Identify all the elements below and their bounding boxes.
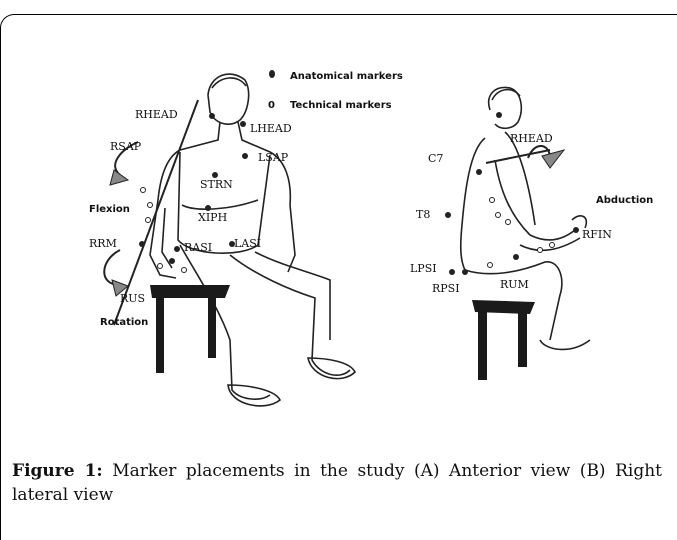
marker-rrm (139, 241, 145, 247)
marker-lhead (240, 121, 246, 127)
label-rpsi: RPSI (432, 282, 460, 295)
label-flexion: Flexion (89, 204, 130, 215)
marker-rasi (174, 246, 180, 252)
figure-caption: Figure 1: Marker placements in the study… (12, 459, 662, 507)
legend-anatomical: Anatomical markers (290, 71, 403, 82)
label-rotation: Rotation (100, 317, 148, 328)
technical-marker (146, 218, 151, 223)
lateral-shoe (540, 340, 590, 349)
marker-rus (169, 258, 175, 264)
caption-text: Marker placements in the study (A) Anter… (12, 461, 662, 505)
anterior-hair (212, 78, 246, 88)
label-rsap: RSAP (110, 140, 142, 153)
label-rhead-a: RHEAD (135, 108, 178, 121)
anterior-stool-leg-1 (156, 298, 164, 373)
anterior-chest-line (182, 200, 258, 209)
label-lpsi: LPSI (410, 262, 437, 275)
label-lsap: LSAP (258, 151, 289, 164)
frame-top-border (14, 14, 677, 15)
technical-marker (496, 213, 501, 218)
anterior-stool-leg-2 (208, 298, 216, 358)
anterior-stool-seat (150, 285, 230, 298)
technical-marker (506, 220, 511, 225)
lateral-head-shape (489, 87, 522, 128)
marker-rum (513, 254, 519, 260)
label-xiph: XIPH (198, 211, 227, 224)
lateral-stool-seat (472, 300, 535, 314)
label-rum: RUM (500, 278, 529, 291)
flexion-arrowhead (110, 170, 128, 185)
label-t8: T8 (416, 208, 430, 221)
anterior-left-arm (288, 205, 295, 272)
lateral-hand (572, 216, 586, 228)
label-lasi: LASI (234, 237, 261, 250)
lateral-upper-arm (495, 160, 575, 240)
legend-technical-symbol: 0 (268, 100, 275, 111)
marker-figure: Anatomical markers 0 Technical markers (80, 40, 670, 430)
anterior-right-shoe (228, 385, 280, 406)
technical-marker (182, 268, 187, 273)
lateral-back (461, 138, 485, 270)
technical-marker (550, 243, 555, 248)
marker-c7 (476, 169, 482, 175)
label-strn: STRN (200, 178, 233, 191)
lateral-hair (492, 90, 520, 100)
technical-marker (158, 264, 163, 269)
label-lhead: LHEAD (250, 122, 292, 135)
technical-marker (538, 248, 543, 253)
technical-marker (490, 198, 495, 203)
technical-marker (148, 203, 153, 208)
technical-marker (488, 263, 493, 268)
anterior-left-thigh (255, 252, 330, 340)
label-rfin: RFIN (582, 228, 612, 241)
technical-marker (141, 188, 146, 193)
label-c7: C7 (428, 152, 443, 165)
marker-rpsi (462, 269, 468, 275)
lateral-front (505, 132, 535, 225)
anatomical-marker-symbol (269, 70, 275, 78)
label-rasi: RASI (184, 241, 212, 254)
marker-rfin (573, 227, 579, 233)
label-abduction: Abduction (596, 195, 653, 206)
abduction-arrowhead (542, 150, 564, 168)
label-rus: RUS (120, 292, 145, 305)
anterior-right-leg (180, 245, 270, 399)
marker-rhead-b (496, 112, 502, 118)
legend-technical: Technical markers (290, 100, 392, 111)
marker-lpsi (449, 269, 455, 275)
caption-figure-number: Figure 1: (12, 461, 103, 481)
lateral-stool-leg-1 (478, 312, 487, 380)
marker-rhead (209, 113, 215, 119)
label-rrm: RRM (89, 237, 117, 250)
anterior-left-shoe (308, 358, 355, 379)
frame-corner (0, 14, 28, 42)
frame-left-border (0, 28, 1, 540)
lateral-stool-leg-2 (518, 312, 527, 367)
label-rhead-b: RHEAD (510, 132, 553, 145)
lateral-stool (472, 300, 535, 380)
marker-t8 (445, 212, 451, 218)
anterior-left-leg (230, 255, 350, 375)
marker-figure-svg: Anatomical markers 0 Technical markers (80, 40, 670, 430)
marker-lsap (242, 153, 248, 159)
anterior-stool (150, 285, 230, 373)
